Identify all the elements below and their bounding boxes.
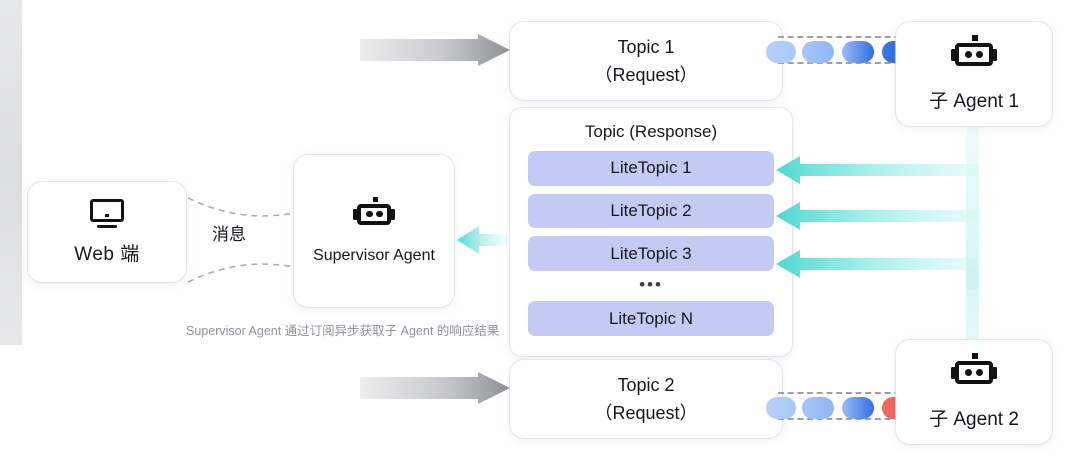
sub-agent-1-label: 子 Agent 1 (929, 91, 1019, 112)
queue-bottom-pill (842, 397, 874, 419)
teal-arrow-to-supervisor (457, 226, 511, 254)
sub-agent-2-label: 子 Agent 2 (929, 409, 1019, 430)
gray-arrow-to-topic1 (360, 34, 510, 66)
lite-topic-item[interactable]: LiteTopic 3 (528, 236, 774, 271)
monitor-icon (90, 198, 124, 229)
message-queue-track-top (766, 36, 912, 64)
web-client-label: Web 端 (74, 243, 140, 265)
teal-response-arrows-agent1 (776, 124, 979, 289)
web-client-card[interactable]: Web 端 (28, 182, 186, 282)
topic-2-title: Topic 2 (617, 375, 675, 395)
lite-topic-ellipsis: ••• (639, 274, 663, 294)
topic-1-request-card[interactable]: Topic 1 （Request） (510, 22, 782, 100)
message-label: 消息 (212, 225, 246, 244)
queue-bottom-pill (802, 397, 834, 419)
sub-agent-1-card[interactable]: 子 Agent 1 (896, 22, 1052, 126)
topic-1-subtitle: （Request） (594, 65, 698, 85)
robot-icon (951, 35, 997, 72)
gray-arrow-stem (0, 0, 22, 345)
supervisor-agent-label: Supervisor Agent (313, 247, 435, 264)
supervisor-agent-card[interactable]: Supervisor Agent (294, 155, 454, 307)
queue-bottom-pill (766, 397, 796, 419)
message-queue-track-bottom (766, 392, 912, 420)
queue-top-pill (802, 41, 834, 63)
message-dashed-connectors (187, 197, 301, 283)
topic-response-title: Topic (Response) (584, 122, 718, 141)
topic-response-card[interactable]: Topic (Response) LiteTopic 1 LiteTopic 2… (510, 108, 792, 356)
topic-2-subtitle: （Request） (594, 403, 698, 423)
gray-arrow-to-topic2 (360, 372, 510, 404)
topic-1-title: Topic 1 (617, 37, 675, 57)
lite-topic-item[interactable]: LiteTopic N (528, 301, 774, 336)
lite-topic-item[interactable]: LiteTopic 1 (528, 151, 774, 186)
robot-icon (951, 353, 997, 390)
queue-top-pill (766, 41, 796, 63)
diagram-caption: Supervisor Agent 通过订阅异步获取子 Agent 的响应结果 (186, 324, 500, 338)
lite-topic-item[interactable]: LiteTopic 2 (528, 193, 774, 229)
topic-2-request-card[interactable]: Topic 2 （Request） (510, 360, 782, 438)
robot-icon (353, 197, 395, 231)
sub-agent-2-card[interactable]: 子 Agent 2 (896, 340, 1052, 444)
queue-top-pill (842, 41, 874, 63)
